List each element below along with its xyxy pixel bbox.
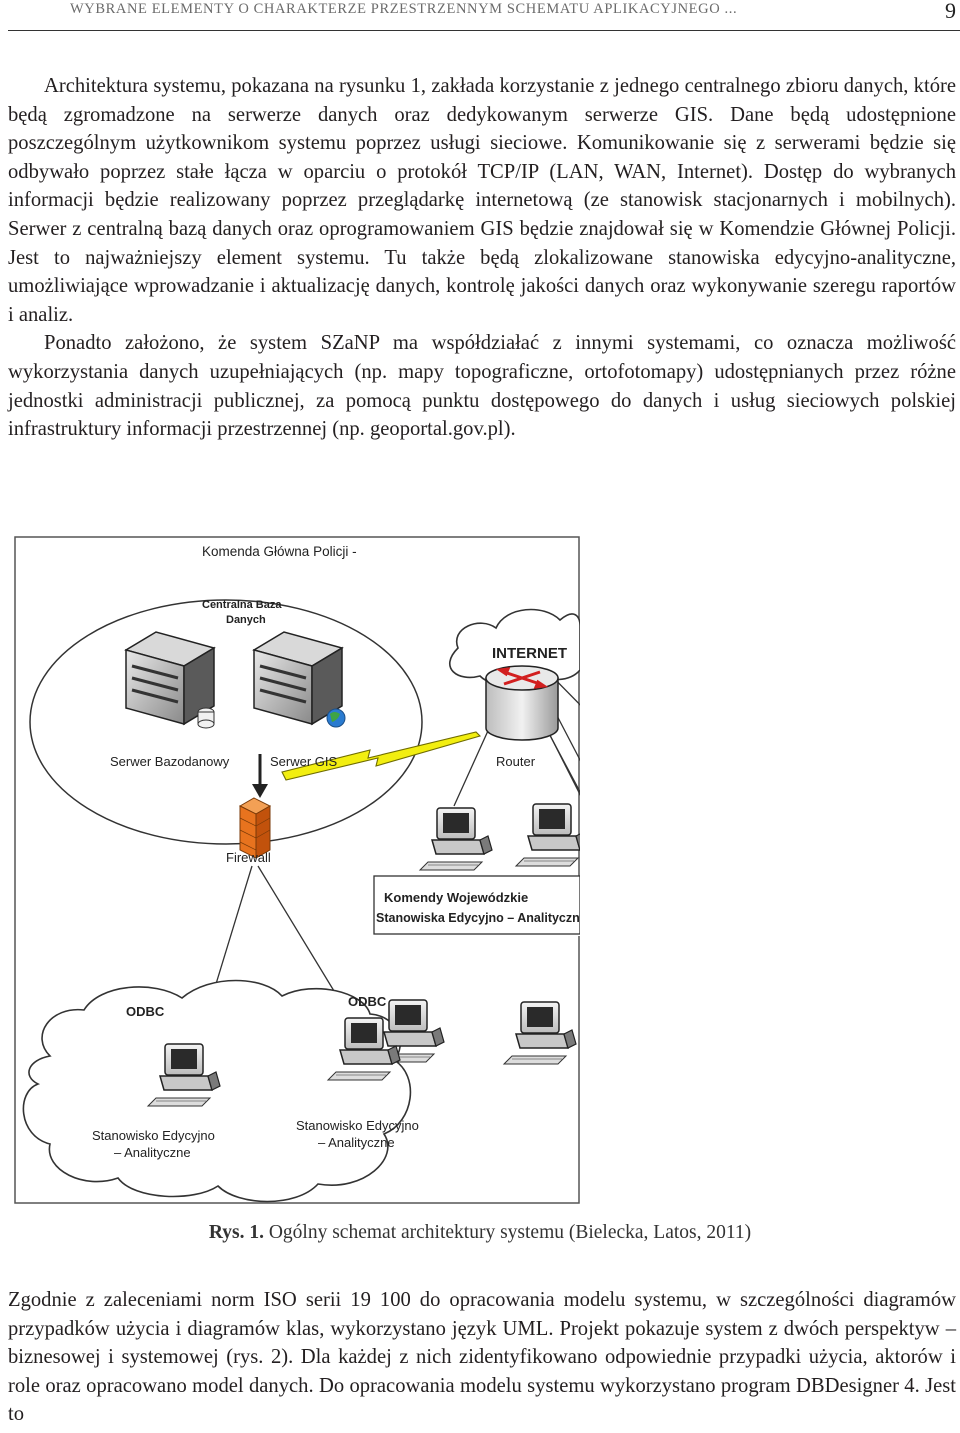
station-1-label-1: Stanowisko Edycyjno (92, 1128, 215, 1143)
station-2-label-2: – Analityczne (318, 1135, 395, 1150)
running-head: WYBRANE ELEMENTY O CHARAKTERZE PRZESTRZE… (70, 1, 738, 17)
paragraph-1: Architektura systemu, pokazana na rysunk… (8, 75, 956, 326)
paragraph-2: Ponadto założono, że system SZaNP ma wsp… (8, 332, 956, 441)
figure-caption: Rys. 1. Ogólny schemat architektury syst… (0, 1222, 960, 1244)
lan-oval (29, 599, 423, 845)
central-db-label-2: Danych (226, 614, 266, 626)
page-number: 9 (945, 0, 956, 23)
cloud-icon (22, 979, 412, 1203)
odbc-label-2: ODBC (348, 994, 387, 1009)
lightning-link-icon (281, 731, 482, 781)
router-label: Router (496, 754, 536, 769)
odbc-label-1: ODBC (126, 1004, 165, 1019)
architecture-diagram: Komenda Główna Policji - Centralna Baza … (14, 536, 855, 1204)
router-icon (485, 665, 559, 741)
regional-label-box (373, 875, 581, 935)
body-text: Architektura systemu, pokazana na rysunk… (8, 72, 956, 444)
station-2-label-1: Stanowisko Edycyjno (296, 1118, 419, 1133)
server-db-label: Serwer Bazodanowy (110, 754, 230, 769)
page-header: WYBRANE ELEMENTY O CHARAKTERZE PRZESTRZE… (8, 0, 960, 31)
firewall-label: Firewall (226, 850, 271, 865)
body-text-after-figure: Zgodnie z zaleceniami norm ISO serii 19 … (8, 1286, 956, 1429)
internet-label: INTERNET (492, 645, 567, 662)
server-icon (252, 630, 346, 728)
frame-title: Komenda Główna Policji - (202, 544, 357, 559)
station-1-label-2: – Analityczne (114, 1145, 191, 1160)
firewall-icon (238, 797, 272, 859)
down-arrow-icon (252, 754, 268, 798)
caption-text: Ogólny schemat architektury systemu (Bie… (268, 1222, 752, 1243)
central-db-label-1: Centralna Baza (202, 599, 282, 611)
regional-label-1: Komendy Wojewódzkie (384, 890, 528, 905)
server-icon (124, 630, 216, 729)
caption-label: Rys. 1. (208, 1222, 264, 1243)
paragraph-3: Zgodnie z zaleceniami norm ISO serii 19 … (8, 1289, 956, 1426)
server-gis-label: Serwer GIS (270, 754, 338, 769)
architecture-figure: Komenda Główna Policji - Centralna Baza … (14, 536, 855, 1204)
regional-label-2: Stanowiska Edycyjno – Analityczne (376, 911, 580, 925)
